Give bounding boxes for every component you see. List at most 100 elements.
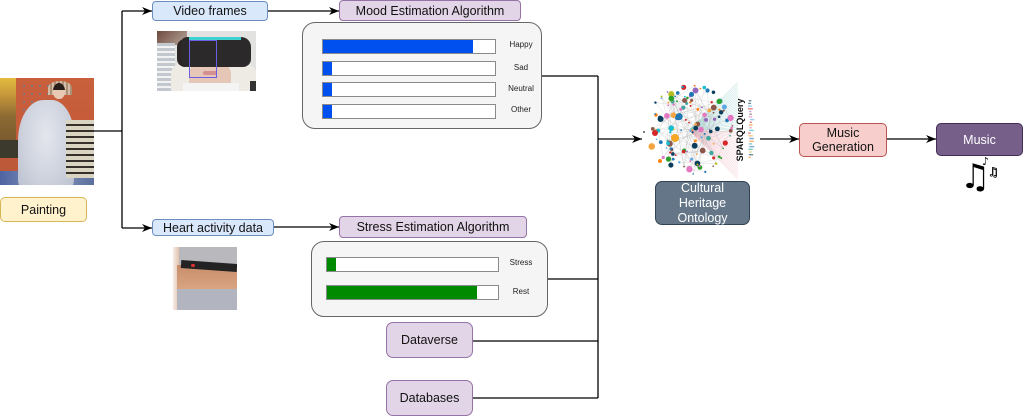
graph-node (689, 91, 695, 97)
dataverse-label: Dataverse (401, 333, 458, 347)
graph-node (689, 104, 692, 107)
stress-estimation-title: Stress Estimation Algorithm (356, 220, 510, 234)
graph-node (672, 103, 675, 106)
video-lips (203, 71, 217, 75)
sparql-query-strip (748, 100, 755, 159)
graph-node (722, 109, 725, 112)
stress-bar-rest-label: Rest (512, 287, 530, 296)
graph-node (682, 86, 685, 88)
databases-label: Databases (399, 391, 460, 405)
graph-node (684, 118, 687, 121)
graph-node (693, 140, 696, 143)
graph-edge (660, 117, 700, 167)
graph-node (675, 113, 683, 121)
graph-edge (671, 94, 698, 164)
mood-bar-other-label: Other (510, 105, 531, 114)
graph-node (670, 148, 674, 152)
sparql-query-snippet (748, 156, 751, 159)
graph-node (668, 91, 675, 98)
graph-node (701, 106, 704, 109)
music-generation-label-line-2: Generation (812, 140, 874, 154)
graph-node (706, 135, 711, 141)
graph-node (702, 85, 707, 90)
graph-node (709, 150, 714, 156)
graph-node (695, 153, 698, 156)
graph-node (692, 173, 694, 175)
graph-node (685, 102, 689, 105)
sparql-query-snippet (748, 148, 753, 150)
beamed-notes-icon: ♫ (960, 157, 991, 197)
graph-node (708, 128, 711, 131)
graph-edge (671, 98, 702, 138)
graph-node (654, 101, 657, 104)
stress-estimation-title-box: Stress Estimation Algorithm (339, 216, 527, 238)
graph-fan-line (688, 129, 739, 167)
graph-node (718, 108, 721, 111)
painting-figure-head (53, 83, 65, 99)
graph-node (698, 165, 701, 168)
sparql-query-snippet (749, 110, 752, 113)
graph-node (668, 162, 674, 168)
graph-node (714, 126, 720, 132)
sparql-query-snippet (748, 102, 752, 105)
databases-box: Databases (386, 380, 473, 416)
graph-node (705, 88, 710, 93)
graph-node (694, 123, 697, 126)
stress-bar-stress-fill (327, 258, 336, 271)
video-window-blinds (157, 43, 175, 91)
graph-node (696, 107, 700, 111)
sparql-query-snippet (749, 129, 754, 132)
graph-edge (708, 130, 731, 139)
painting-figure-dress (18, 100, 74, 185)
graph-node (710, 100, 713, 104)
graph-node (718, 110, 724, 115)
graph-node (700, 136, 703, 139)
video-shirt (183, 83, 239, 91)
graph-edge (671, 93, 712, 103)
stress-bar-stress (326, 257, 499, 272)
ontology-network-graph-image: SPARQLQuery (643, 81, 755, 180)
graph-node (666, 141, 670, 146)
mood-estimation-title: Mood Estimation Algorithm (355, 3, 505, 18)
graph-node (660, 97, 663, 100)
stress-bar-rest (326, 285, 499, 300)
graph-fan-line (688, 129, 739, 161)
graph-node (699, 87, 702, 90)
painting-chair (66, 120, 94, 178)
graph-fan-line (688, 129, 739, 180)
graph-node (721, 104, 727, 110)
graph-edge (666, 94, 672, 148)
graph-edge (683, 158, 722, 167)
graph-node (668, 95, 675, 102)
graph-node (665, 147, 668, 149)
graph-node (669, 151, 672, 154)
stress-bar-stress-label: Stress (509, 258, 533, 267)
sparql-query-snippet (749, 151, 752, 153)
graph-node (671, 152, 675, 156)
painting-image (0, 78, 94, 185)
graph-node (712, 142, 715, 145)
graph-node (683, 95, 686, 98)
graph-edges (652, 85, 733, 175)
graph-node (704, 117, 708, 122)
sparql-query-snippet (749, 127, 752, 129)
graph-node (674, 95, 676, 98)
graph-node (694, 160, 701, 167)
painting-dark-panel (0, 140, 20, 158)
graph-node (712, 165, 715, 168)
graph-node (667, 101, 670, 104)
graph-node (691, 142, 698, 149)
graph-node (664, 113, 670, 119)
graph-edge (673, 104, 696, 129)
graph-node (731, 124, 734, 127)
graph-node (681, 149, 686, 154)
graph-node (696, 163, 699, 166)
graph-node (688, 121, 690, 124)
graph-edge (673, 101, 720, 116)
graph-fan-line (688, 129, 739, 150)
graph-node (650, 126, 655, 131)
ontology-label-line-2: Ontology (677, 210, 728, 225)
graph-node (712, 156, 716, 160)
graph-edge (697, 107, 703, 125)
sparql-query-snippet (748, 116, 753, 118)
